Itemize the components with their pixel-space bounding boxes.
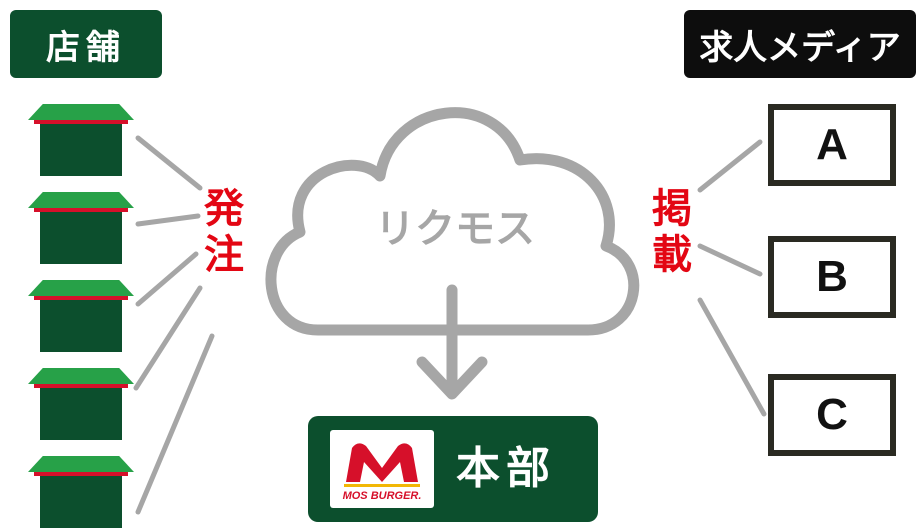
mos-burger-logo: MOS BURGER. xyxy=(330,430,434,508)
logo-mark-icon xyxy=(344,443,420,487)
shop-icon xyxy=(28,368,134,440)
shop-connector-line xyxy=(133,285,203,391)
shop-icon xyxy=(28,456,134,528)
media-box-b: B xyxy=(768,236,896,318)
media-connector-line xyxy=(697,297,767,417)
media-title: 求人メディア xyxy=(684,10,916,78)
headquarters-label: 本部 xyxy=(456,443,556,494)
shops-title: 店舗 xyxy=(10,10,162,78)
media-box-c: C xyxy=(768,374,896,456)
shop-connector-line xyxy=(135,135,203,191)
shop-connector-line xyxy=(135,251,199,307)
shop-icon xyxy=(28,192,134,264)
cloud-icon xyxy=(265,107,640,336)
order-label: 発 注 xyxy=(204,186,244,278)
down-arrow-icon xyxy=(416,284,488,400)
logo-text: MOS BURGER. xyxy=(342,490,422,502)
shop-connector-line xyxy=(135,213,201,227)
media-connector-line xyxy=(697,139,763,193)
shop-icon xyxy=(28,280,134,352)
media-box-a: A xyxy=(768,104,896,186)
cloud-label: リクモス xyxy=(375,206,535,252)
shop-connector-line xyxy=(135,333,215,515)
post-label: 掲 載 xyxy=(652,186,692,278)
headquarters-box: MOS BURGER. 本部 xyxy=(308,416,598,522)
shop-icon xyxy=(28,104,134,176)
media-connector-line xyxy=(697,243,763,277)
